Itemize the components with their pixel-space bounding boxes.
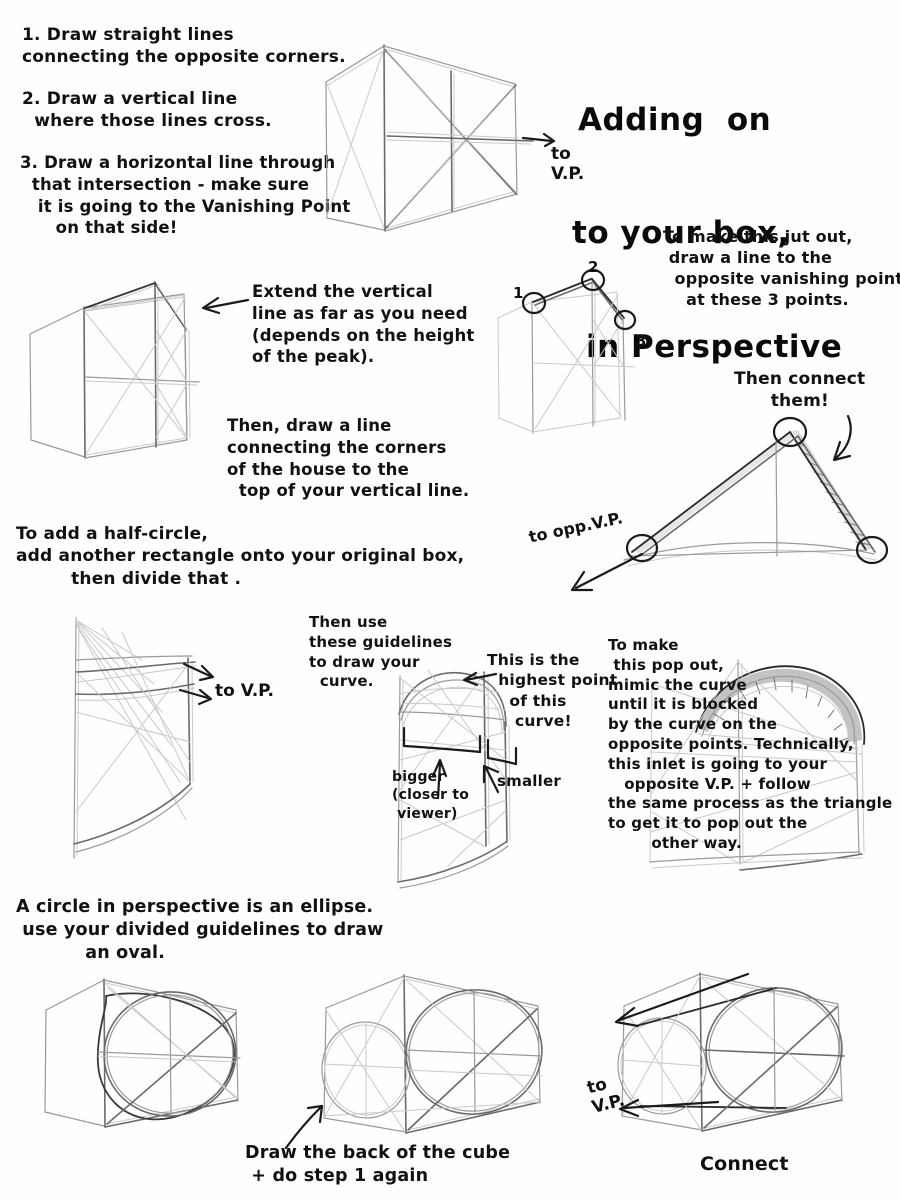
label-point-3: 3 [636,332,647,350]
label-connect: Connect [700,1153,789,1175]
label-smaller: smaller [497,772,561,790]
arrow-then-connect [818,412,864,468]
figure-triangle-prism-connected [562,410,892,592]
note-ellipse: A circle in perspective is an ellipse. u… [16,897,384,964]
note-jut-out: To make this jut out, draw a line to the… [663,227,900,310]
figure-cube-with-ellipse [40,966,270,1146]
figure-cube-ellipse-connected [600,960,885,1150]
figure-arch-curve-divisions [388,640,588,890]
note-pop-out: To make this pop out, mimic the curve un… [608,636,893,852]
step-2-text: 2. Draw a vertical line where those line… [22,89,272,132]
figure-cube-back-with-ellipse [298,960,568,1150]
note-highest-point: This is the highest point of this curve! [487,651,618,731]
label-to-vp-left: to V.P. [215,681,274,701]
figure-house-jut-out-points [490,268,660,458]
figure-arch-pop-out [642,632,892,882]
page-title-line-2: to your box, [572,215,790,252]
arrow-to-vertical-line [196,288,256,318]
label-point-1: 1 [513,284,524,302]
page-title-line-1: Adding on [578,101,772,138]
figure-box-with-diagonals [318,28,568,258]
page-title: Adding on to your box, in Perspective [572,26,843,442]
step-1-text: 1. Draw straight lines connecting the op… [22,25,346,68]
note-half-circle: To add a half-circle, add another rectan… [16,524,465,589]
figure-divided-rectangle-guidelines [62,612,282,862]
figure-house-with-peak [24,272,234,472]
arrow-back-of-cube [282,1104,332,1150]
note-guidelines: Then use these guidelines to draw your c… [309,613,453,691]
step-3-text: 3. Draw a horizontal line through that i… [20,153,351,238]
arrow-highest-point [460,668,500,692]
label-bigger: bigger (closer to viewer) [392,769,470,822]
label-to-vp-top: to V.P. [551,144,585,185]
label-point-2: 2 [588,258,599,276]
page-title-line-3: in Perspective [586,328,843,365]
note-back-of-cube: Draw the back of the cube + do step 1 ag… [245,1143,511,1187]
note-connect-corners: Then, draw a line connecting the corners… [227,416,470,501]
note-extend-vertical: Extend the vertical line as far as you n… [252,282,475,367]
note-then-connect: Then connect them! [734,369,866,412]
